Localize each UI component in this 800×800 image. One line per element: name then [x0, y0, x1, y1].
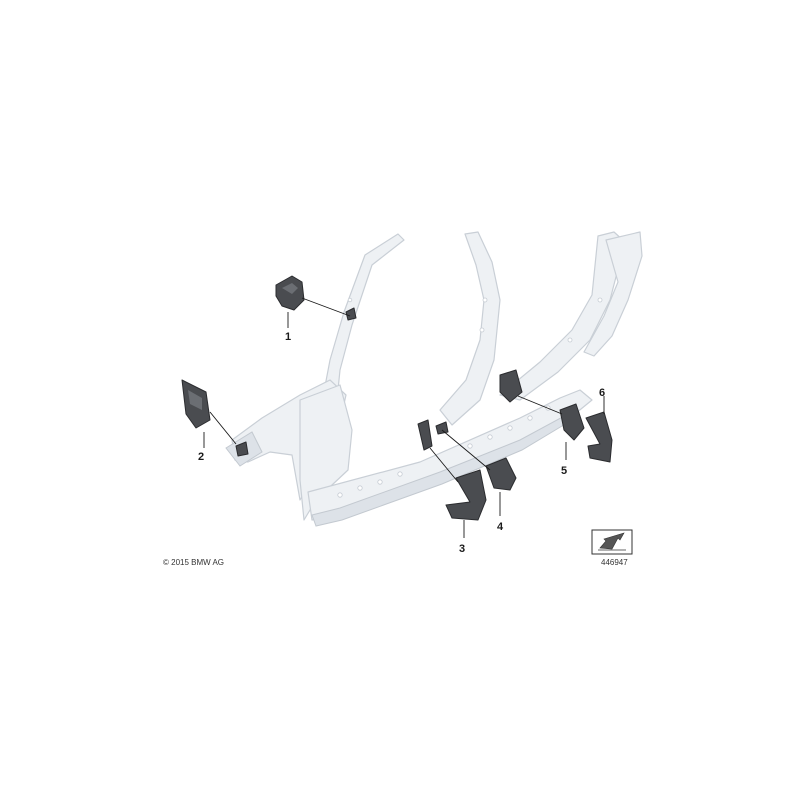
- callout-5: 5: [561, 465, 567, 477]
- clip-a-pillar: [345, 307, 357, 321]
- clip-b-pillar: [435, 421, 449, 435]
- clip-front-strut: [235, 441, 249, 457]
- part-3-shape: [417, 419, 487, 521]
- copyright-text: © 2015 BMW AG: [163, 558, 224, 567]
- callout-2: 2: [198, 451, 204, 463]
- leader-lines: [203, 297, 605, 538]
- diagram-number: 446947: [601, 558, 628, 567]
- part-1-shape: [275, 275, 305, 311]
- part-2-shape: [181, 379, 211, 429]
- side-frame: [225, 231, 643, 527]
- part-6-shape: [585, 411, 613, 463]
- part-5-shape: [499, 369, 585, 441]
- callout-4: 4: [497, 521, 504, 533]
- callout-6: 6: [599, 387, 605, 399]
- callout-3: 3: [459, 543, 465, 555]
- part-4-shape: [485, 457, 517, 491]
- callout-1: 1: [285, 331, 291, 343]
- direction-arrow-icon: [591, 529, 633, 555]
